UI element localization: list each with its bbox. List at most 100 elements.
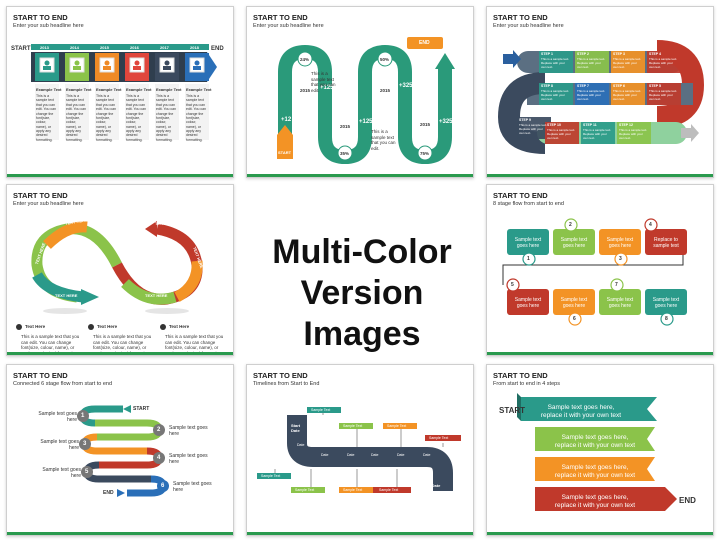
slide-subtitle: Timelines from Start to End [253, 381, 320, 387]
slide-thumbnail-6[interactable]: START TO END Connected 6 stage flow from… [6, 364, 234, 536]
val-1: +12 [281, 117, 292, 123]
timeline-date: Date [397, 453, 405, 457]
person-body-icon [103, 66, 111, 70]
text-card [95, 84, 119, 140]
slide1-graphic [31, 44, 217, 140]
person-icon [164, 60, 170, 66]
flow-number: 2 [569, 222, 572, 228]
step-text-2: replace it with your own text [554, 502, 636, 509]
slide4-graphic [16, 221, 203, 330]
flow-box [599, 229, 641, 255]
label-2: Sample text goes here [169, 425, 208, 438]
step-label: STEP 2 [577, 52, 589, 56]
timeline-label: Sample Text [429, 436, 449, 440]
flow-box [645, 289, 687, 315]
flow-number: 6 [573, 316, 576, 322]
label-4: Sample text goes here [169, 453, 208, 466]
step-block [647, 51, 681, 73]
flow-box [553, 289, 595, 315]
val-2: +125 [320, 85, 334, 91]
column-body: This is a sample text that you can edit.… [96, 94, 117, 142]
pct-2: 50% [380, 57, 390, 62]
slide-subtitle: Enter your sub headline here [13, 201, 84, 207]
person-body-icon [163, 66, 171, 70]
timeline-date: Date [347, 453, 355, 457]
slide-subtitle: Connected 6 stage flow from start to end [13, 381, 113, 387]
center-heading: Multi-Color Version Images [248, 232, 476, 354]
year-4: 2015 [419, 121, 432, 129]
slide-thumbnail-4[interactable]: START TO END Enter your sub headline her… [6, 184, 234, 356]
step-block [647, 83, 681, 105]
body-1: This is a sample text that you can edit.… [21, 334, 80, 356]
pct-3: 35% [340, 151, 350, 156]
year-2: 2015 [339, 123, 352, 131]
flow-box [599, 289, 641, 315]
person-body-icon [73, 66, 81, 70]
start-date: Start Date [291, 423, 301, 433]
val-3: +125 [359, 119, 373, 125]
step-text-2: replace it with your own text [554, 442, 636, 449]
flow-box-text: Sample text goes here [606, 237, 634, 250]
step-body: This is a sample text. Replace with your… [649, 57, 678, 69]
slide-thumbnail-2[interactable]: START TO END Enter your sub headline her… [246, 6, 474, 178]
step-label: STEP 8 [541, 84, 553, 88]
person-body-icon [133, 66, 141, 70]
slide-thumbnail-7[interactable]: START TO END Timelines from Start to End… [246, 364, 474, 536]
step-body: This is a sample text. Replace with your… [649, 89, 678, 101]
column-heading: Example Text [66, 87, 92, 92]
column-body: This is a sample text that you can edit.… [156, 94, 177, 142]
year-label: 2014 [70, 45, 79, 50]
step-body: This is a sample text. Replace with your… [519, 123, 548, 135]
year-label: 2017 [160, 45, 169, 50]
column-body: This is a sample text that you can edit.… [126, 94, 147, 142]
step-body: This is a sample text. Replace with your… [619, 128, 648, 140]
pct-1: 24% [300, 57, 310, 62]
end-label: END [211, 46, 224, 52]
slide-thumbnail-3[interactable]: START TO END Enter your sub headline her… [486, 6, 714, 178]
step-block [539, 51, 573, 73]
slide-thumbnail-5[interactable]: START TO END 8 stage flow from start to … [486, 184, 714, 356]
pct-4: 75% [420, 151, 430, 156]
person-body-icon [193, 66, 201, 70]
step-label: STEP 12 [619, 123, 633, 127]
num-3: 3 [83, 441, 87, 447]
flow-box-text: Replace to sample text [653, 237, 679, 250]
center-line-2: Version Images [300, 273, 424, 353]
num-1: 1 [81, 413, 85, 419]
person-icon [104, 60, 110, 66]
loop-label-3: TEXT HERE [55, 293, 78, 298]
text-card [155, 84, 179, 140]
slide-subtitle: Enter your sub headline here [493, 23, 564, 29]
step-text-2: replace it with your own text [554, 472, 636, 479]
step-body: This is a sample text. Replace with your… [577, 89, 606, 101]
heading-3: Text Here [169, 324, 190, 329]
label-3: Sample text goes here [40, 439, 79, 452]
step-body: This is a sample text. Replace with your… [541, 57, 570, 69]
year-1: 2015 [299, 87, 312, 95]
end-label: END [679, 496, 696, 505]
step-block [517, 117, 551, 139]
slide-thumbnail-8[interactable]: START TO END From start to end in 4 step… [486, 364, 714, 536]
step-body: This is a sample text. Replace with your… [613, 89, 642, 101]
slide-thumbnail-1[interactable]: START TO END Enter your sub headline her… [6, 6, 234, 178]
slide-subtitle: 8 stage flow from start to end [493, 201, 564, 207]
column-heading: Example Text [126, 87, 152, 92]
text-card [125, 84, 149, 140]
start-label: START [133, 406, 150, 412]
step-block [617, 122, 651, 144]
flow-box [507, 229, 549, 255]
step-label: STEP 6 [613, 84, 625, 88]
number-circle [568, 312, 582, 326]
column-body: This is a sample text that you can edit.… [66, 94, 87, 142]
flow-box-text: Sample text goes here [514, 237, 542, 250]
val-4: +325 [399, 83, 413, 89]
body-2: This is a sample text that you can edit.… [93, 334, 152, 356]
timeline-date: Date [371, 453, 379, 457]
step-label: STEP 7 [577, 84, 589, 88]
step-block [581, 122, 615, 144]
column-heading: Example Text [96, 87, 122, 92]
step-body: This is a sample text. Replace with your… [547, 128, 576, 140]
step-label: STEP 5 [649, 84, 661, 88]
flow-box-text: Sample text goes here [560, 297, 588, 310]
flow-box-text: Sample text goes here [514, 297, 542, 310]
